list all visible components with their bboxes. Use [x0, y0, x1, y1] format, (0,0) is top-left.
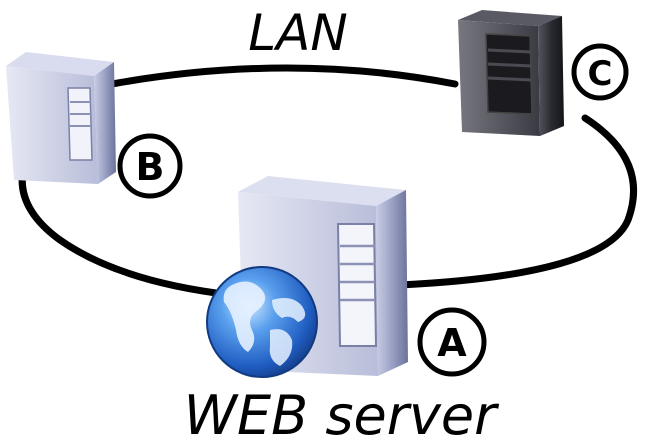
- globe-icon: [206, 266, 318, 378]
- node-badge-a: A: [417, 307, 487, 377]
- network-label: LAN: [248, 4, 347, 62]
- node-badge-b: B: [117, 133, 183, 199]
- server-icon: [238, 176, 408, 376]
- node-label-b: B: [136, 145, 165, 189]
- node-label-a: A: [437, 321, 467, 365]
- lan-ring: [18, 64, 638, 299]
- node-label-c: C: [588, 54, 613, 94]
- node-badge-c: C: [571, 43, 629, 101]
- server-label: WEB server: [184, 384, 499, 443]
- server-icon: [6, 52, 116, 184]
- server-icon: [458, 10, 564, 136]
